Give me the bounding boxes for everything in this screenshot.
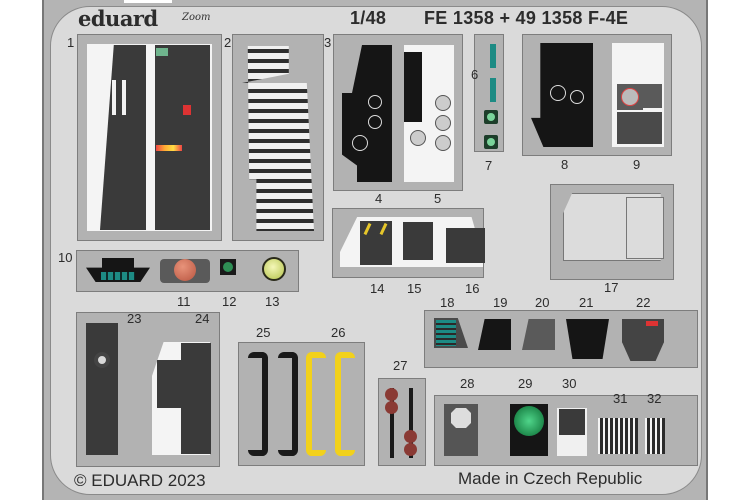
part-24-panel	[181, 343, 211, 454]
part-number-24: 24	[195, 311, 210, 326]
part-number-8: 8	[561, 157, 569, 172]
brand-logo: eduard	[78, 6, 158, 31]
part-21-panel	[566, 319, 609, 359]
part-12-green-indicator	[223, 262, 233, 272]
part-number-11: 11	[177, 294, 191, 309]
part-number-21: 21	[579, 295, 594, 310]
part-5-black-section	[404, 52, 422, 122]
part-number-9: 9	[633, 157, 641, 172]
part-number-7: 7	[485, 158, 493, 173]
part-number-31: 31	[613, 391, 628, 406]
part-22-panel	[622, 319, 664, 361]
part-6-indicator	[490, 44, 496, 68]
part-number-3: 3	[324, 35, 332, 50]
green-indicator	[156, 48, 168, 56]
part-9-lower-block	[617, 112, 662, 144]
gauge	[410, 130, 426, 146]
part-23-panel	[86, 323, 118, 455]
part-2-panel	[155, 45, 210, 230]
part-number-23: 23	[127, 311, 142, 326]
white-strip	[122, 80, 126, 115]
part-11-red-lamp	[174, 259, 196, 281]
part-number-15: 15	[407, 281, 422, 296]
part-number-27: 27	[393, 358, 408, 373]
scale-label: 1/48	[350, 8, 387, 28]
part-25-black-handle	[248, 352, 268, 456]
part-24-left-panel	[157, 360, 181, 408]
copyright-text: © EDUARD 2023	[74, 471, 206, 490]
part-9-gauge-block	[642, 84, 662, 108]
gauge	[368, 95, 382, 109]
gauge	[368, 115, 382, 129]
product-code: FE 1358 + 49 1358 F-4E	[424, 8, 629, 28]
part-27-knob	[385, 388, 398, 401]
part-25-black-handle	[278, 352, 298, 456]
red-lights	[646, 321, 658, 326]
part-23-knob	[94, 352, 110, 368]
gauge	[435, 135, 451, 151]
color-lights	[156, 145, 182, 151]
part-27-knob	[385, 401, 398, 414]
sprue-gap	[204, 0, 244, 3]
part-number-29: 29	[518, 376, 533, 391]
sprue-gap	[124, 0, 172, 3]
part-27-knob	[404, 430, 417, 443]
origin-text: Made in Czech Republic	[458, 469, 643, 488]
part-number-5: 5	[434, 191, 442, 206]
teal-lights	[101, 272, 135, 280]
part-32-breakers	[645, 418, 665, 454]
part-29-radar-screen	[514, 406, 544, 436]
part-number-17: 17	[604, 280, 619, 295]
part-27-throttle	[409, 388, 413, 458]
part-15-panel	[403, 222, 433, 260]
part-number-6: 6	[471, 67, 479, 82]
part-number-30: 30	[562, 376, 577, 391]
gauge	[550, 85, 566, 101]
red-switch	[183, 105, 191, 115]
gauge	[570, 90, 584, 104]
part-25-26-frame	[238, 342, 365, 466]
teal-lights	[436, 320, 456, 346]
gauge	[352, 135, 368, 151]
part-13-lamp	[262, 257, 286, 281]
part-31-breakers	[598, 418, 638, 454]
part-number-19: 19	[493, 295, 508, 310]
part-16-panel	[446, 228, 485, 263]
gauge	[621, 88, 639, 106]
part-17-plate-right	[626, 197, 664, 259]
part-26-yellow-handle	[335, 352, 355, 456]
white-strip	[112, 80, 116, 115]
part-7-green-lamp	[487, 113, 495, 121]
part-number-32: 32	[647, 391, 662, 406]
part-number-18: 18	[440, 295, 455, 310]
part-number-14: 14	[370, 281, 385, 296]
part-number-28: 28	[460, 376, 475, 391]
part-27-knob	[404, 443, 417, 456]
gauge	[435, 95, 451, 111]
part-14-panel	[360, 221, 392, 265]
part-27-throttle	[390, 388, 394, 458]
gauge	[435, 115, 451, 131]
part-number-1: 1	[67, 35, 75, 50]
part-number-12: 12	[222, 294, 237, 309]
part-number-25: 25	[256, 325, 271, 340]
part-number-22: 22	[636, 295, 651, 310]
part-number-10: 10	[58, 250, 73, 265]
zoom-logo: Zoom	[182, 12, 211, 23]
part-28-screen	[451, 408, 471, 428]
part-number-2: 2	[224, 35, 232, 50]
part-30-panel	[559, 409, 585, 435]
part-number-16: 16	[465, 281, 480, 296]
part-6-7-frame	[474, 34, 504, 152]
part-number-13: 13	[265, 294, 280, 309]
part-26-yellow-handle	[306, 352, 326, 456]
part-number-4: 4	[375, 191, 383, 206]
part-7-green-lamp	[487, 138, 495, 146]
part-6-indicator	[490, 78, 496, 102]
part-number-26: 26	[331, 325, 346, 340]
part-number-20: 20	[535, 295, 550, 310]
